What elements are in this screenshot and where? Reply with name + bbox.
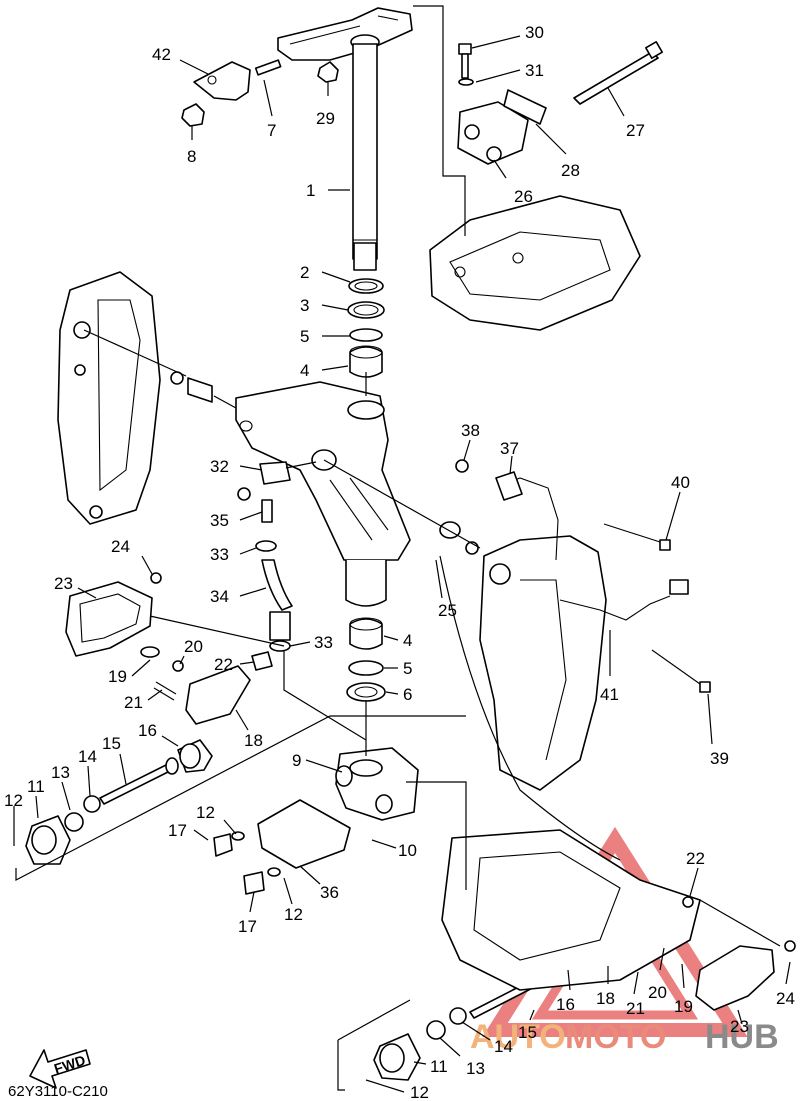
callout-20-left: 20 — [184, 637, 203, 656]
relay-bracket — [457, 89, 547, 165]
swivel-bracket — [235, 381, 411, 607]
callout-1: 1 — [306, 181, 315, 200]
clamp-bracket-left — [57, 271, 161, 525]
wire-harness — [455, 459, 711, 693]
plate-36 — [213, 799, 351, 895]
callout-33-lower: 33 — [314, 633, 333, 652]
callout-4-upper: 4 — [300, 361, 309, 380]
callout-42: 42 — [152, 45, 171, 64]
lower-mount-left — [25, 739, 213, 865]
callout-4-lower: 4 — [403, 631, 412, 650]
callout-22-left: 22 — [214, 655, 233, 674]
callout-13-right: 13 — [466, 1059, 485, 1078]
callout-33-upper: 33 — [210, 545, 229, 564]
callout-17-upper: 17 — [168, 821, 187, 840]
upper-casing — [441, 829, 701, 991]
callout-24-left: 24 — [111, 537, 130, 556]
callout-12-bottom: 12 — [410, 1083, 429, 1101]
lower-mount-housing — [335, 747, 419, 821]
lower-bracket-left — [140, 646, 273, 725]
callout-27: 27 — [626, 121, 645, 140]
callout-28: 28 — [561, 161, 580, 180]
callout-16-left: 16 — [138, 721, 157, 740]
callout-23-left: 23 — [54, 574, 73, 593]
steering-arm — [277, 7, 413, 61]
callout-31: 31 — [525, 61, 544, 80]
steering-shaft — [352, 43, 378, 271]
watermark-text-moto: MOTO — [565, 1018, 666, 1056]
callout-41: 41 — [600, 685, 619, 704]
callout-15-right: 15 — [518, 1023, 537, 1042]
callout-18-left: 18 — [244, 731, 263, 750]
callout-37: 37 — [500, 439, 519, 458]
callout-24-right: 24 — [776, 989, 795, 1008]
callout-2: 2 — [300, 263, 309, 282]
callout-40: 40 — [671, 473, 690, 492]
callout-3: 3 — [300, 296, 309, 315]
callout-30: 30 — [525, 23, 544, 42]
bottom-cowling — [429, 195, 641, 331]
callout-16-right: 16 — [556, 995, 575, 1014]
callout-29: 29 — [316, 109, 335, 128]
callout-21-left: 21 — [124, 693, 143, 712]
callout-8: 8 — [187, 147, 196, 166]
callout-9: 9 — [292, 751, 301, 770]
callout-20-right: 20 — [648, 983, 667, 1002]
fwd-label: FWD — [52, 1052, 87, 1077]
assembly-guide-lines — [15, 5, 781, 1091]
callout-26: 26 — [514, 187, 533, 206]
callout-21-right: 21 — [626, 999, 645, 1018]
upper-bushings — [347, 278, 385, 378]
mount-cover-right — [682, 896, 796, 1011]
callout-12-left: 12 — [4, 791, 23, 810]
callout-labels: 1 2 3 5 4 4 5 6 7 8 9 10 11 12 13 14 15 … — [4, 23, 795, 1101]
callout-23-right: 23 — [730, 1017, 749, 1036]
callout-17-lower: 17 — [238, 917, 257, 936]
long-bolt — [573, 41, 663, 105]
callout-36: 36 — [320, 883, 339, 902]
bolt-30 — [458, 43, 474, 86]
bracket-42 — [181, 59, 339, 127]
drawing-code: 62Y3110-C210 — [8, 1083, 108, 1100]
callout-15-left: 15 — [102, 734, 121, 753]
lower-bushings — [346, 617, 386, 702]
callout-10: 10 — [398, 841, 417, 860]
callout-39: 39 — [710, 749, 729, 768]
callout-12-mid-upper: 12 — [196, 803, 215, 822]
callout-11-right: 11 — [430, 1057, 448, 1076]
callout-5-upper: 5 — [300, 327, 309, 346]
mount-cover-left — [65, 572, 162, 657]
callout-32: 32 — [210, 457, 229, 476]
callout-12-mid-lower: 12 — [284, 905, 303, 924]
callout-14-right: 14 — [494, 1037, 513, 1056]
callout-14-left: 14 — [78, 747, 97, 766]
callout-18-right: 18 — [596, 989, 615, 1008]
callout-6: 6 — [403, 685, 412, 704]
callout-5-lower: 5 — [403, 659, 412, 678]
watermark-text-hub: HUB — [705, 1018, 779, 1056]
callout-35: 35 — [210, 511, 229, 530]
callout-25: 25 — [438, 601, 457, 620]
callout-22-right: 22 — [686, 849, 705, 868]
callout-19-left: 19 — [108, 667, 127, 686]
callout-34: 34 — [210, 587, 229, 606]
callout-11-left: 11 — [27, 777, 45, 796]
grease-fitting-parts — [237, 461, 293, 652]
callout-19-right: 19 — [674, 997, 693, 1016]
clamp-bracket-right — [479, 535, 607, 791]
callout-13-left: 13 — [51, 763, 70, 782]
callout-7: 7 — [267, 121, 276, 140]
callout-38: 38 — [461, 421, 480, 440]
